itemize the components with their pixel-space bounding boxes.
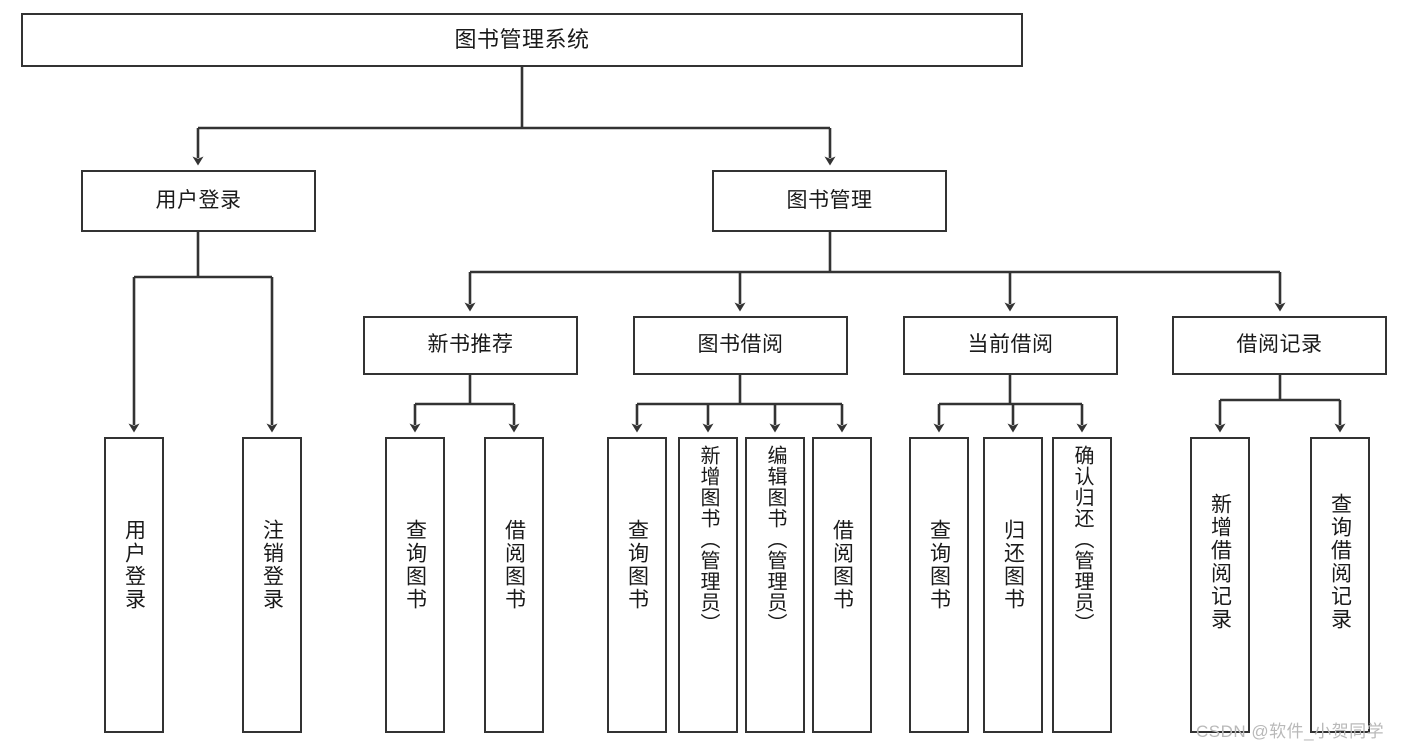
leaf-query-book-current[interactable]: 查询图书 bbox=[909, 437, 969, 733]
leaf-borrow-book-recommend-label: 借阅图书 bbox=[502, 519, 526, 611]
leaf-query-book-recommend-label: 查询图书 bbox=[403, 519, 427, 611]
node-current-borrow[interactable]: 当前借阅 bbox=[903, 316, 1118, 375]
leaf-confirm-return-admin-label: 确认归还（管理员） bbox=[1071, 445, 1093, 634]
node-book-management-label: 图书管理 bbox=[786, 188, 873, 212]
node-book-borrow-label: 图书借阅 bbox=[697, 333, 784, 357]
leaf-logout-label: 注销登录 bbox=[260, 519, 284, 611]
leaf-confirm-return-admin[interactable]: 确认归还（管理员） bbox=[1052, 437, 1112, 733]
leaf-borrow-book-recommend[interactable]: 借阅图书 bbox=[484, 437, 544, 733]
leaf-user-login[interactable]: 用户登录 bbox=[104, 437, 164, 733]
leaf-user-login-label: 用户登录 bbox=[122, 519, 146, 611]
node-new-book-recommend[interactable]: 新书推荐 bbox=[363, 316, 578, 375]
leaf-query-book-recommend[interactable]: 查询图书 bbox=[385, 437, 445, 733]
leaf-query-book-borrow-label: 查询图书 bbox=[625, 519, 649, 611]
leaf-add-book-admin-label: 新增图书（管理员） bbox=[697, 445, 719, 634]
node-user-login[interactable]: 用户登录 bbox=[81, 170, 316, 232]
node-current-borrow-label: 当前借阅 bbox=[967, 333, 1054, 357]
leaf-query-borrow-record[interactable]: 查询借阅记录 bbox=[1310, 437, 1370, 733]
node-book-management[interactable]: 图书管理 bbox=[712, 170, 947, 232]
node-root-label: 图书管理系统 bbox=[454, 27, 590, 53]
leaf-query-book-current-label: 查询图书 bbox=[927, 519, 951, 611]
leaf-edit-book-admin-label: 编辑图书（管理员） bbox=[764, 445, 786, 634]
node-borrow-record[interactable]: 借阅记录 bbox=[1172, 316, 1387, 375]
node-book-borrow[interactable]: 图书借阅 bbox=[633, 316, 848, 375]
node-new-book-recommend-label: 新书推荐 bbox=[427, 333, 514, 357]
node-borrow-record-label: 借阅记录 bbox=[1236, 333, 1323, 357]
leaf-borrow-book-label: 借阅图书 bbox=[830, 519, 854, 611]
leaf-return-book-label: 归还图书 bbox=[1001, 519, 1025, 611]
leaf-add-book-admin[interactable]: 新增图书（管理员） bbox=[678, 437, 738, 733]
node-root[interactable]: 图书管理系统 bbox=[21, 13, 1023, 67]
leaf-return-book[interactable]: 归还图书 bbox=[983, 437, 1043, 733]
leaf-logout[interactable]: 注销登录 bbox=[242, 437, 302, 733]
leaf-query-book-borrow[interactable]: 查询图书 bbox=[607, 437, 667, 733]
leaf-borrow-book[interactable]: 借阅图书 bbox=[812, 437, 872, 733]
csdn-watermark: CSDN @软件_小贺同学 bbox=[1196, 722, 1385, 741]
leaf-add-borrow-record[interactable]: 新增借阅记录 bbox=[1190, 437, 1250, 733]
leaf-add-borrow-record-label: 新增借阅记录 bbox=[1208, 493, 1232, 631]
leaf-query-borrow-record-label: 查询借阅记录 bbox=[1328, 493, 1352, 631]
leaf-edit-book-admin[interactable]: 编辑图书（管理员） bbox=[745, 437, 805, 733]
node-user-login-label: 用户登录 bbox=[155, 188, 242, 212]
